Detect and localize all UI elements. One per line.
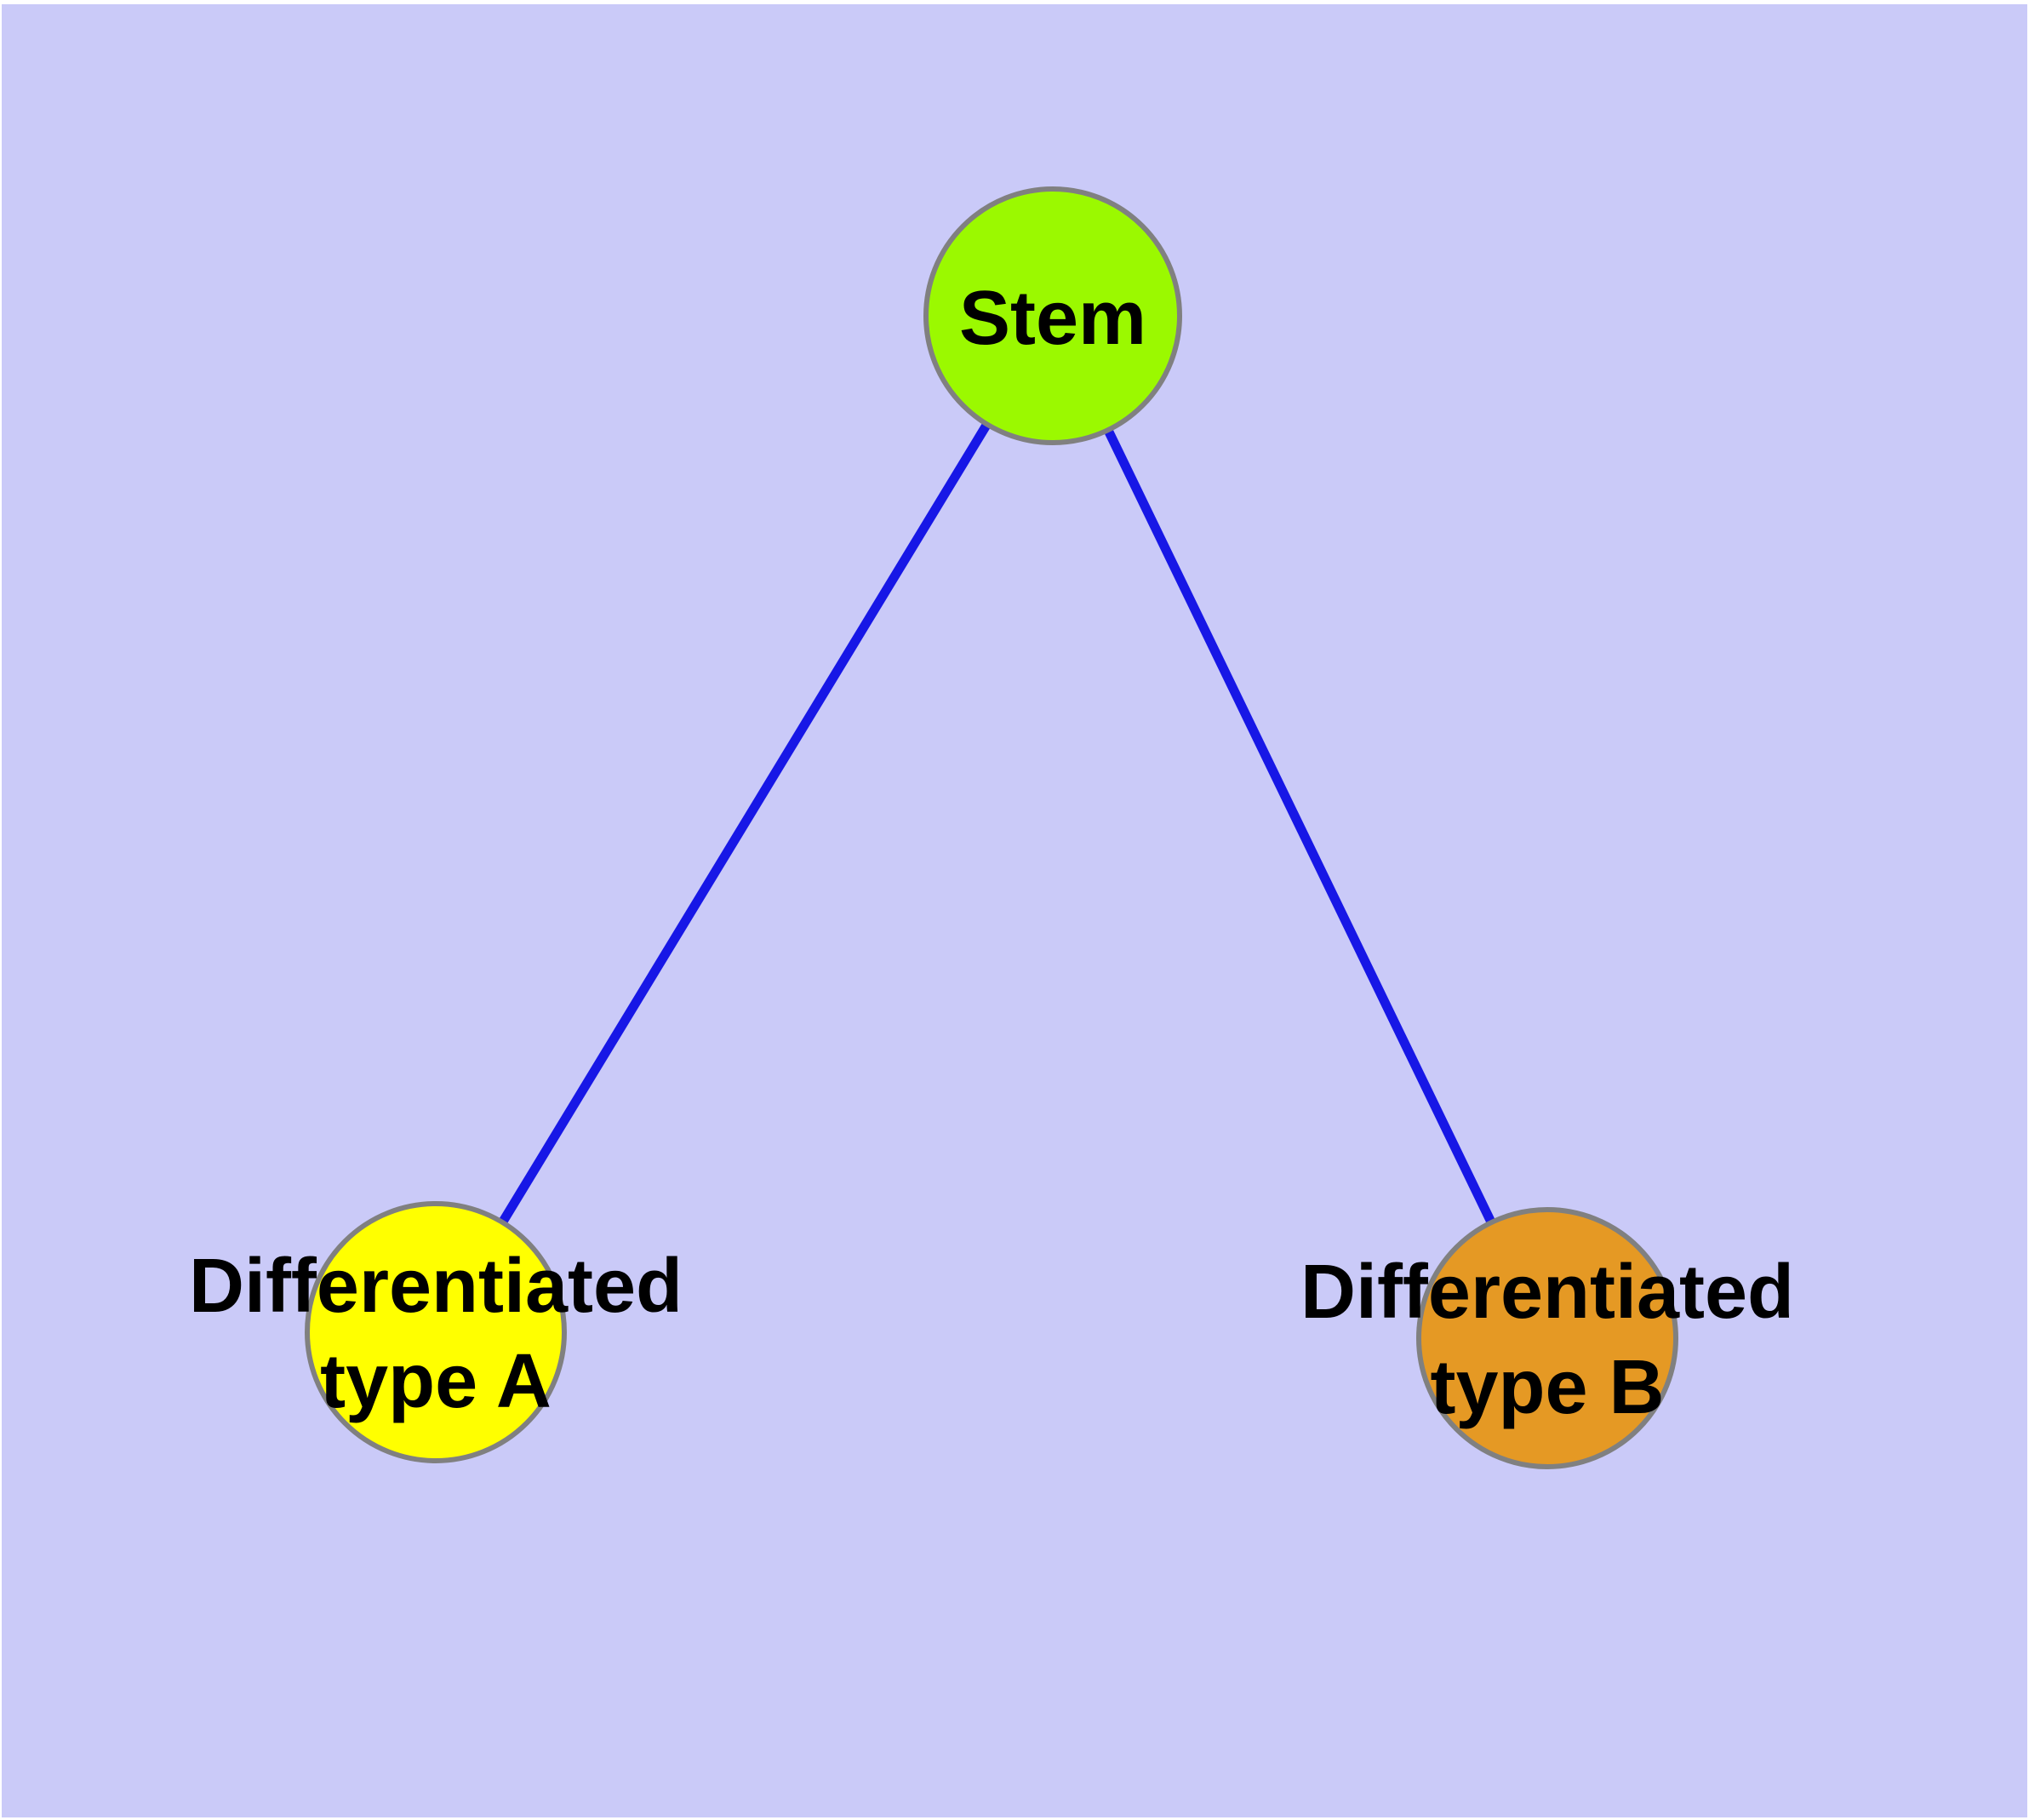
node-stem xyxy=(923,186,1182,445)
node-differentiated-type-a xyxy=(305,1201,567,1463)
node-type-b-label-line2: type B xyxy=(1430,1345,1664,1430)
node-type-b-label-line1: Differentiated xyxy=(1300,1250,1794,1335)
edge-stem-to-type-a xyxy=(432,313,1057,1335)
node-type-a-label-line1: Differentiated xyxy=(189,1244,683,1329)
node-differentiated-type-b xyxy=(1416,1207,1678,1469)
node-stem-label: Stem xyxy=(959,276,1146,361)
edge-stem-to-type-b xyxy=(1049,313,1552,1341)
node-type-a-label-line2: type A xyxy=(320,1339,552,1424)
